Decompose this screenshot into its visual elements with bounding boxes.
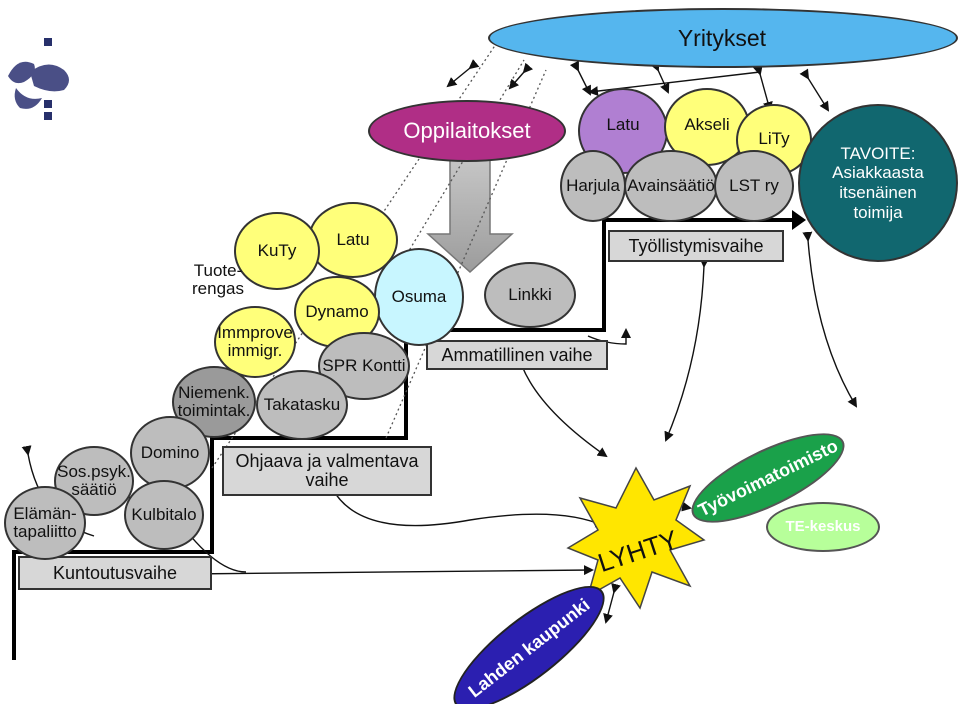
latu-left-label: Latu — [336, 230, 370, 250]
takatasku-node: Takatasku — [256, 370, 348, 440]
link-oppilaitokset-yritykset — [446, 59, 480, 88]
university-logo — [8, 38, 69, 120]
avainsaatio-node: Avainsäätiö — [624, 150, 718, 222]
ohjaava-line-1: Ohjaava ja valmentava — [235, 451, 419, 472]
link-tavoite-tekeskus — [802, 231, 858, 408]
avainsaatio-label: Avainsäätiö — [627, 176, 715, 196]
linkki-label: Linkki — [508, 285, 552, 305]
akseli-label: Akseli — [684, 115, 730, 134]
latu-top-label: Latu — [606, 115, 640, 134]
kuntoutusvaihe-text: Kuntoutusvaihe — [52, 562, 178, 583]
tyollistymisvaihe-label: Työllistymisvaihe — [608, 230, 784, 262]
tavoite-line-3: itsenäinen — [839, 183, 917, 202]
dotted-connector — [385, 69, 547, 439]
link-tavoite-yritykset — [799, 68, 830, 112]
yritykset-node: Yritykset — [488, 8, 958, 68]
ammatillinen-vaihe-label: Ammatillinen vaihe — [426, 340, 608, 370]
big-down-arrow — [426, 149, 514, 274]
domino-node: Domino — [130, 416, 210, 490]
link-ohjaava-lyhty — [323, 478, 606, 528]
tyollistymisvaihe-text: Työllistymisvaihe — [628, 235, 764, 256]
immprove-line-2: immigr. — [227, 341, 283, 360]
niemenk-line-1: Niemenk. — [178, 383, 250, 403]
immprove-line-1: Immprove — [217, 323, 293, 343]
dynamo-label: Dynamo — [305, 302, 369, 322]
harjula-node: Harjula — [560, 150, 626, 222]
domino-label: Domino — [140, 443, 200, 463]
immprove-node: Immprove immigr. — [214, 306, 296, 378]
kulbitalo-label: Kulbitalo — [131, 505, 197, 525]
oppilaitokset-label: Oppilaitokset — [403, 118, 531, 144]
ohjaava-line-2: vaihe — [305, 470, 349, 490]
link-latu-yritykset — [569, 60, 591, 96]
niemenk-line-2: toimintak. — [177, 401, 251, 420]
elamantapaliitto-node: Elämän- tapaliitto — [4, 486, 86, 560]
tuoterengas-line-2: rengas — [192, 278, 244, 298]
elamantapaliitto-line-1: Elämän- — [13, 504, 77, 524]
link-ammatillinen-lyhty — [514, 356, 608, 458]
harjula-label: Harjula — [566, 176, 620, 196]
lyhty-star — [566, 466, 706, 610]
elamantapaliitto-line-2: tapaliitto — [13, 522, 77, 541]
tavoite-line-4: toimija — [853, 202, 903, 222]
ohjaava-vaihe-label: Ohjaava ja valmentava vaihe — [222, 446, 432, 496]
sospsyk-line-1: Sos.psyk. — [57, 462, 131, 482]
te-keskus-node: TE-keskus — [766, 502, 880, 552]
tuoterengas-line-1: Tuote- — [193, 261, 243, 280]
yritykset-label: Yritykset — [677, 24, 766, 51]
osuma-node: Osuma — [374, 248, 464, 346]
sospsyk-line-2: säätiö — [71, 480, 117, 499]
lstry-node: LST ry — [714, 150, 794, 222]
kuty-node: KuTy — [234, 212, 320, 290]
lity-label: LiTy — [758, 129, 790, 148]
latu-left-node: Latu — [308, 202, 398, 278]
te-keskus-label: TE-keskus — [785, 518, 861, 536]
ammatillinen-vaihe-text: Ammatillinen vaihe — [441, 344, 593, 365]
oppilaitokset-node: Oppilaitokset — [368, 100, 566, 162]
kuntoutusvaihe-label: Kuntoutusvaihe — [18, 556, 212, 590]
linkki-node: Linkki — [484, 262, 576, 328]
kulbitalo-node: Kulbitalo — [124, 480, 204, 550]
lstry-label: LST ry — [729, 176, 779, 196]
link-tyollistymis-lyhty — [664, 257, 710, 442]
osuma-label: Osuma — [391, 287, 447, 307]
staircase-path — [12, 218, 792, 660]
tavoite-node: TAVOITE: Asiakkaasta itsenäinen toimija — [798, 104, 958, 262]
takatasku-label: Takatasku — [263, 395, 341, 415]
sprkontti-label: SPR Kontti — [322, 356, 406, 376]
link-kuntoutus-lyhty — [177, 565, 594, 580]
lity-node: LiTy — [736, 104, 812, 176]
tavoite-line-2: Asiakkaasta — [832, 163, 924, 183]
tavoite-line-1: TAVOITE: — [840, 143, 916, 163]
kuty-label: KuTy — [257, 241, 297, 261]
link-lyhty-lahti — [603, 582, 621, 624]
tuoterengas-text: Tuote- rengas — [178, 262, 258, 298]
staircase-arrowhead — [792, 210, 806, 230]
